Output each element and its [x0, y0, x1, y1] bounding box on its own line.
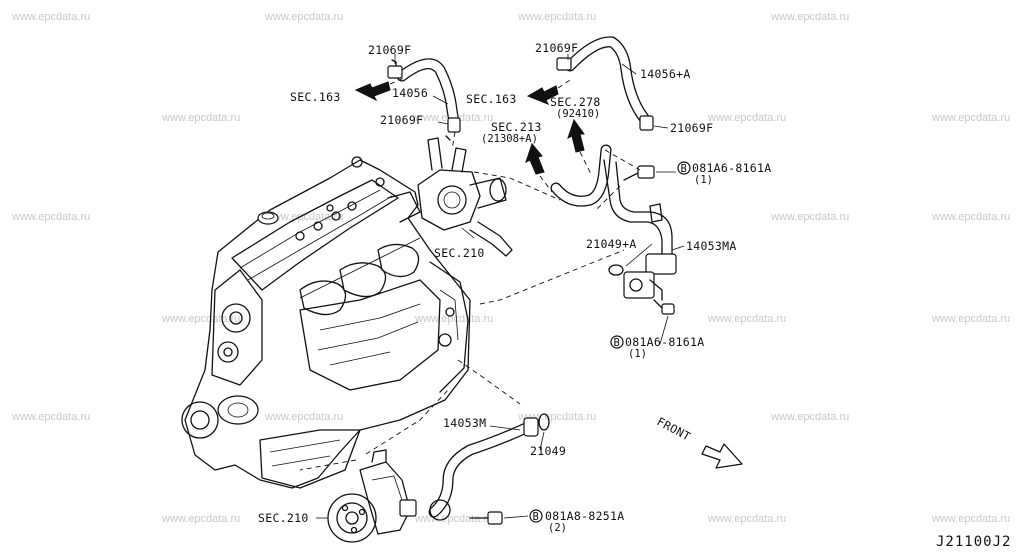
watermark: www.epcdata.ru — [770, 211, 849, 223]
arrow-left-icon — [526, 85, 559, 105]
diagram-code: J21100J2 — [936, 534, 1011, 550]
watermark-layer: www.epcdata.ru www.epcdata.ru www.epcdat… — [11, 11, 1010, 525]
label-sec163-right: SEC.163 — [466, 92, 517, 106]
water-pump-assembly — [299, 359, 550, 543]
watermark: www.epcdata.ru — [707, 313, 786, 325]
arrow-up-icon — [525, 142, 545, 175]
watermark: www.epcdata.ru — [414, 513, 493, 525]
label-sec278-sub: (92410) — [556, 108, 600, 120]
label-clamp-21069F: 21069F — [380, 113, 423, 127]
label-sec213-sub: (21308+A) — [481, 133, 538, 145]
watermark: www.epcdata.ru — [770, 411, 849, 423]
bolt-marker-icon — [529, 509, 543, 523]
watermark: www.epcdata.ru — [264, 11, 343, 23]
label-pipe-14053M: 14053M — [443, 416, 486, 430]
hose-14056 — [387, 58, 461, 151]
heater-pipe-14053MA — [479, 144, 677, 315]
hose-14056A — [556, 36, 654, 131]
watermark: www.epcdata.ru — [161, 513, 240, 525]
callout-labels: 21069F SEC.163 14056 21069F 21069F 14056… — [258, 41, 1011, 550]
engine-assembly — [181, 156, 471, 489]
label-sec210-bottom: SEC.210 — [258, 511, 309, 525]
watermark: www.epcdata.ru — [11, 411, 90, 423]
watermark: www.epcdata.ru — [931, 211, 1010, 223]
leader-lines — [316, 54, 685, 519]
bolt-marker-icon — [677, 161, 691, 175]
label-oring-21049: 21049 — [530, 444, 566, 458]
watermark: www.epcdata.ru — [707, 513, 786, 525]
label-pipe-14053MA: 14053MA — [686, 239, 737, 253]
label-clamp-21069F: 21069F — [535, 41, 578, 55]
label-hose-14056: 14056 — [392, 86, 428, 100]
label-sec163-left: SEC.163 — [290, 90, 341, 104]
bolt-marker-letter: B — [614, 337, 620, 349]
label-bolt-081A8: 081A8-8251A — [545, 509, 624, 523]
arrow-up-icon — [567, 118, 585, 153]
watermark: www.epcdata.ru — [931, 513, 1010, 525]
watermark: www.epcdata.ru — [11, 11, 90, 23]
arrow-left-icon — [354, 81, 391, 102]
label-front: FRONT — [655, 414, 693, 443]
label-clamp-21069F: 21069F — [670, 121, 713, 135]
label-oring-21049A: 21049+A — [586, 237, 637, 251]
watermark: www.epcdata.ru — [931, 112, 1010, 124]
label-sec213: SEC.213 — [491, 120, 542, 134]
label-sec278: SEC.278 — [550, 95, 601, 109]
watermark: www.epcdata.ru — [264, 411, 343, 423]
bolt-marker-letter: B — [533, 511, 539, 523]
bolt-marker-icon — [610, 335, 624, 349]
watermark: www.epcdata.ru — [161, 112, 240, 124]
watermark: www.epcdata.ru — [414, 313, 493, 325]
watermark: www.epcdata.ru — [707, 112, 786, 124]
bolt-marker-letter: B — [681, 163, 687, 175]
label-bolt-qty: (2) — [548, 522, 567, 534]
watermark: www.epcdata.ru — [517, 11, 596, 23]
label-bolt-qty: (1) — [694, 174, 713, 186]
label-hose-14056A: 14056+A — [640, 67, 691, 81]
front-arrow-icon — [701, 443, 743, 469]
flow-arrows — [354, 77, 743, 469]
label-bolt-qty: (1) — [628, 348, 647, 360]
label-bolt-081A6: 081A6-8161A — [692, 161, 771, 175]
watermark: www.epcdata.ru — [931, 313, 1010, 325]
watermark: www.epcdata.ru — [770, 11, 849, 23]
label-clamp-21069F: 21069F — [368, 43, 411, 57]
watermark: www.epcdata.ru — [161, 313, 240, 325]
thermostat-housing — [417, 137, 561, 257]
label-sec210-top: SEC.210 — [434, 246, 485, 260]
watermark: www.epcdata.ru — [11, 211, 90, 223]
label-bolt-081A6: 081A6-8161A — [625, 335, 704, 349]
